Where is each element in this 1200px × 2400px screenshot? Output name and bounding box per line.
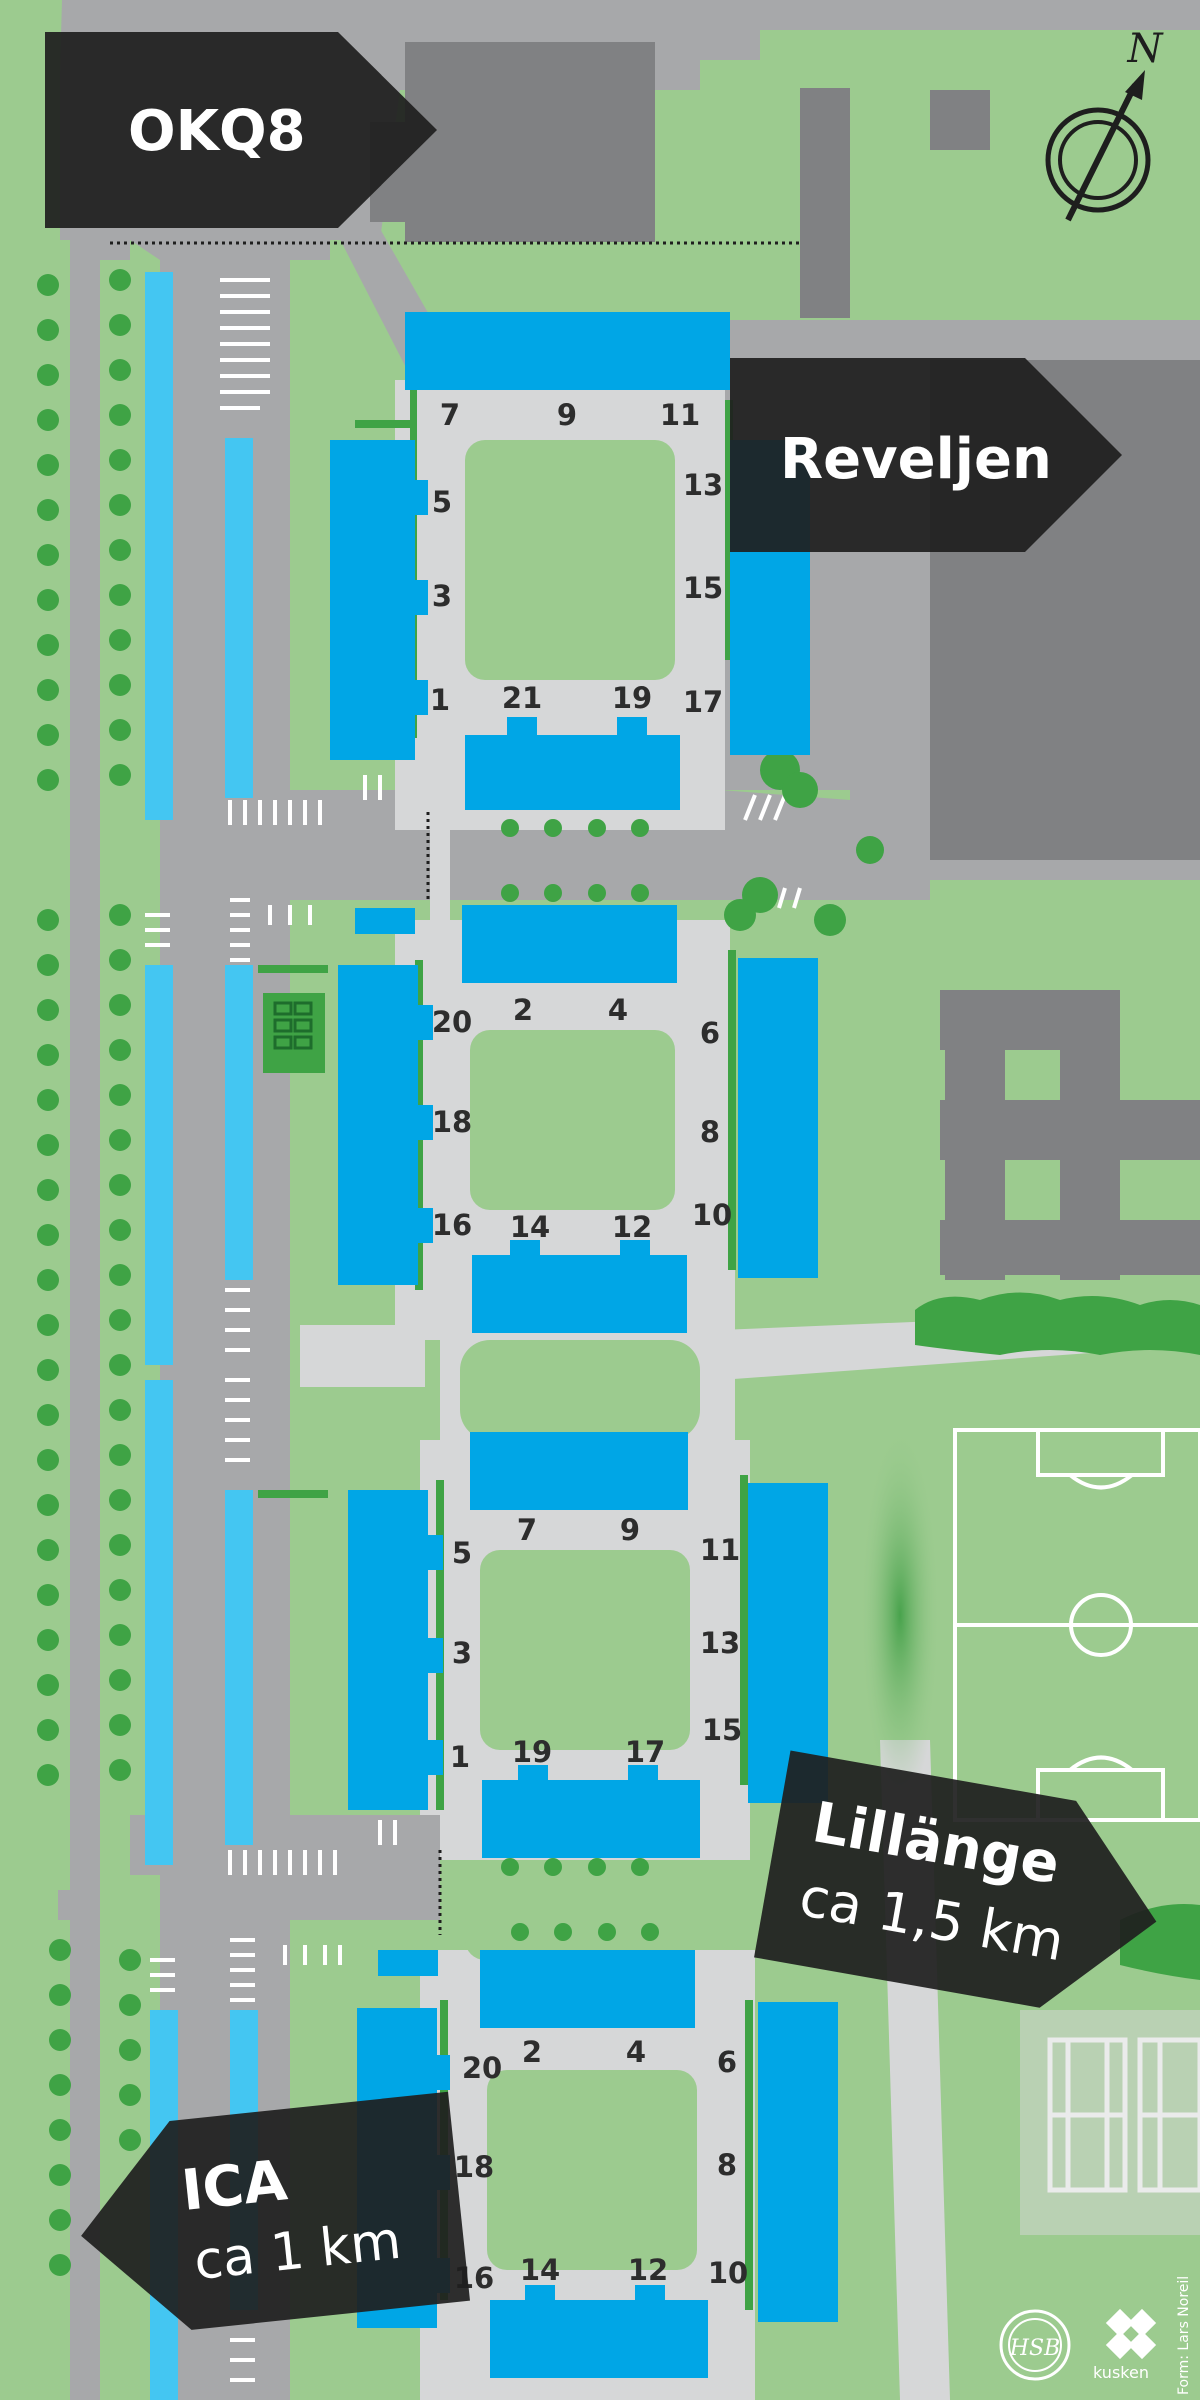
building-number: 5 xyxy=(432,485,452,519)
hsb-logo: HSB xyxy=(999,2309,1071,2381)
building-number: 4 xyxy=(626,2035,646,2069)
sign-lillange: Lillänge ca 1,5 km xyxy=(754,1750,1157,2008)
building-number: 8 xyxy=(717,2148,737,2182)
building-number: 18 xyxy=(432,1105,472,1139)
building-number: 20 xyxy=(462,2051,502,2085)
sign-reveljen: Reveljen xyxy=(730,358,1122,552)
svg-text:Reveljen: Reveljen xyxy=(780,427,1052,492)
building-number: 9 xyxy=(557,398,577,432)
building-number: 6 xyxy=(700,1016,720,1050)
building-number: 14 xyxy=(510,1210,550,1244)
kusken-logo: kusken xyxy=(1093,2308,1157,2382)
field-glow xyxy=(860,1425,940,1805)
building-numbers-block1: 7 9 11 5 3 1 13 15 17 21 19 xyxy=(430,398,723,719)
svg-text:HSB: HSB xyxy=(1009,2336,1060,2361)
building-number: 20 xyxy=(432,1005,472,1039)
building-number: 7 xyxy=(517,1513,537,1547)
building-number: 11 xyxy=(660,398,700,432)
building-numbers-block2: 2 4 6 20 18 16 8 10 14 12 xyxy=(432,993,732,1244)
building-number: 12 xyxy=(628,2253,668,2287)
building-number: 19 xyxy=(612,681,652,715)
building-number: 1 xyxy=(430,683,450,717)
playground xyxy=(263,993,325,1073)
courtyards xyxy=(460,440,700,2270)
gray-plot xyxy=(300,1325,425,1387)
building-number: 8 xyxy=(700,1115,720,1149)
building-number: 10 xyxy=(692,1198,732,1232)
compass-north-label: N xyxy=(1127,26,1165,72)
building-number: 2 xyxy=(522,2035,542,2069)
sign-ica: ICA ca 1 km xyxy=(81,2091,470,2330)
building-number: 13 xyxy=(683,468,723,502)
parking-lines xyxy=(145,278,802,2382)
building-number: 13 xyxy=(700,1626,740,1660)
building-number: 10 xyxy=(708,2256,748,2290)
svg-text:ICA: ICA xyxy=(179,2148,291,2224)
credit-text: Form: Lars Noreil xyxy=(1176,2276,1192,2395)
svg-text:OKQ8: OKQ8 xyxy=(128,99,306,164)
building-number: 17 xyxy=(683,685,723,719)
building-number: 6 xyxy=(717,2045,737,2079)
building-number: 1 xyxy=(450,1740,470,1774)
building-number: 17 xyxy=(625,1735,665,1769)
building-number: 14 xyxy=(520,2253,560,2287)
building-number: 5 xyxy=(452,1536,472,1570)
building-number: 18 xyxy=(454,2150,494,2184)
building-number: 9 xyxy=(620,1513,640,1547)
building-number: 11 xyxy=(700,1533,740,1567)
football-pitch xyxy=(935,1420,1200,1822)
residential-buildings xyxy=(330,312,838,2378)
building-number: 3 xyxy=(452,1636,472,1670)
building-number: 15 xyxy=(702,1713,742,1747)
svg-text:kusken: kusken xyxy=(1093,2363,1149,2382)
building-number: 2 xyxy=(513,993,533,1027)
building-number: 16 xyxy=(432,1208,472,1242)
middle-road xyxy=(130,1815,440,1875)
building-number: 4 xyxy=(608,993,628,1027)
building-number: 21 xyxy=(502,681,542,715)
building-number: 3 xyxy=(432,579,452,613)
boundary-lines xyxy=(110,241,800,1935)
compass-icon: N xyxy=(1045,26,1165,222)
building-number: 19 xyxy=(512,1735,552,1769)
building-numbers-block3: 7 9 11 5 3 1 13 15 19 17 xyxy=(450,1513,742,1774)
sign-okq8: OKQ8 xyxy=(45,32,437,228)
building-number: 15 xyxy=(683,571,723,605)
building-number: 7 xyxy=(440,398,460,432)
building-number: 12 xyxy=(612,1210,652,1244)
